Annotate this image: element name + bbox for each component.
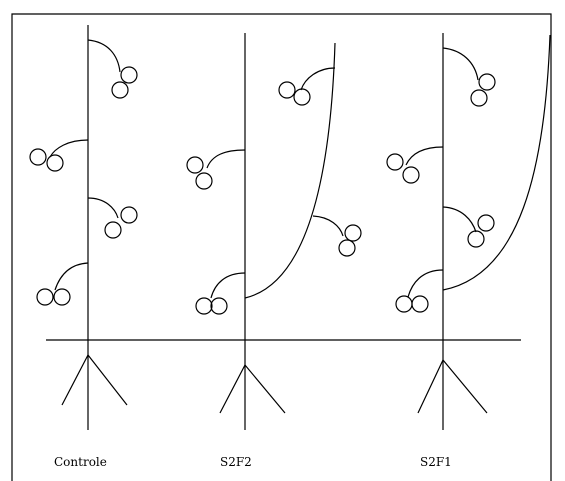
root (61, 354, 128, 406)
fruit (386, 153, 404, 171)
fruit (195, 172, 213, 190)
pedicel (210, 272, 246, 299)
pedicel (312, 215, 344, 237)
fruit (477, 214, 495, 232)
pedicel (54, 262, 89, 291)
fruit (53, 288, 71, 306)
fruit (470, 89, 488, 107)
lateral-shoot (244, 42, 336, 299)
fruit (186, 156, 204, 174)
fruit (293, 88, 311, 106)
label-controle: Controle (54, 455, 107, 469)
fruit (29, 148, 47, 166)
fruit (478, 73, 496, 91)
frame-border (11, 13, 552, 481)
pedicel (87, 197, 119, 219)
fruit (120, 66, 138, 84)
pedicel (442, 47, 479, 81)
root (219, 364, 286, 414)
fruit (467, 230, 485, 248)
fruit (46, 154, 64, 172)
fruit (111, 81, 129, 99)
fruit (104, 221, 122, 239)
pedicel (405, 146, 444, 166)
lateral-shoot (442, 34, 551, 291)
root (417, 359, 488, 414)
fruit (210, 297, 228, 315)
fruit (278, 81, 296, 99)
fruit (120, 206, 138, 224)
fruit (411, 295, 429, 313)
plant-s2f2 (186, 33, 362, 430)
fruit (344, 224, 362, 242)
label-s2f1: S2F1 (420, 455, 452, 469)
fruit (402, 166, 420, 184)
fruit (395, 295, 413, 313)
fruit (338, 239, 356, 257)
pedicel (300, 67, 336, 91)
pedicel (442, 206, 477, 233)
fruit (195, 297, 213, 315)
fruit (36, 288, 54, 306)
pedicel (407, 269, 444, 298)
pedicel (206, 149, 246, 169)
label-s2f2: S2F2 (220, 455, 252, 469)
plant-s2f1 (386, 33, 551, 430)
pedicel (49, 139, 89, 158)
pedicel (87, 39, 121, 73)
plant-controle (29, 25, 138, 430)
